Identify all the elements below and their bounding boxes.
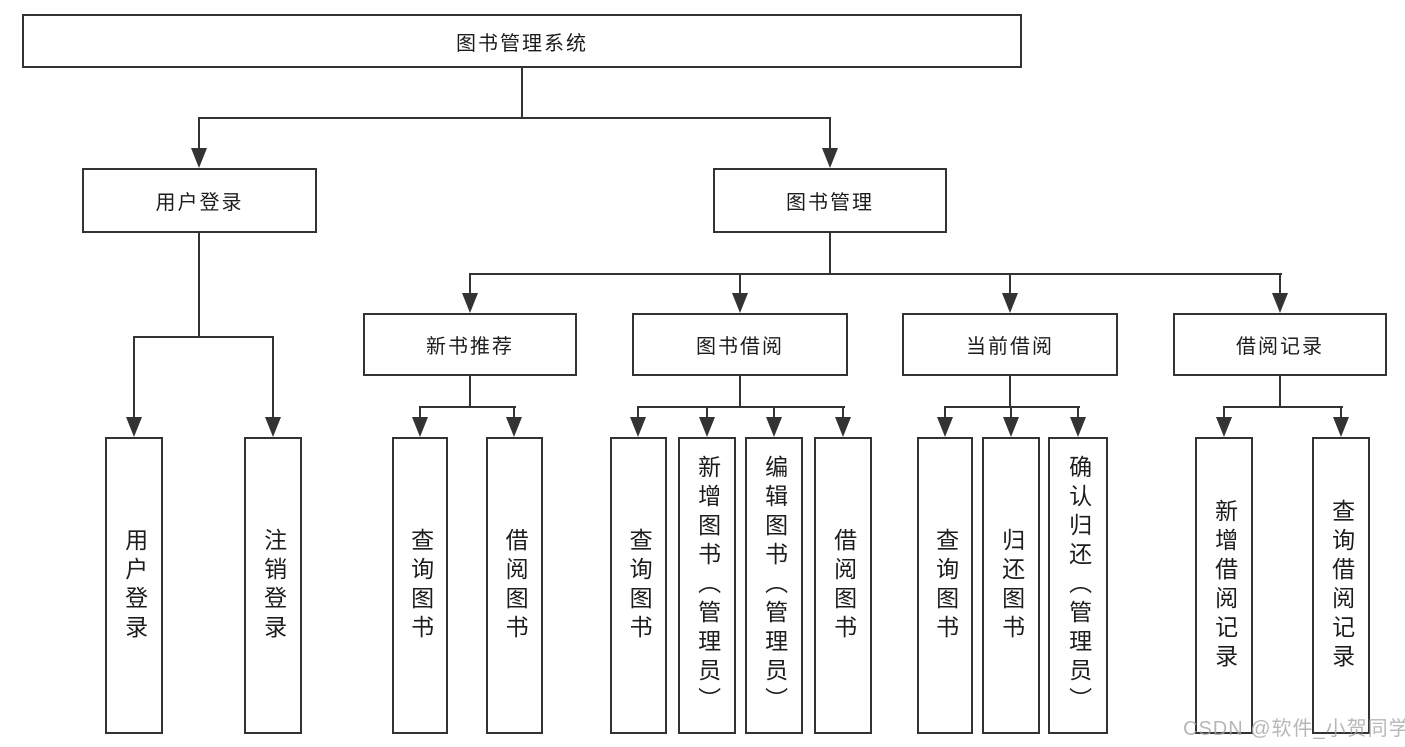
connector-borrow-record-leaf-branch — [1223, 406, 1343, 408]
leaf-user-login-label: 用户登录 — [121, 527, 148, 644]
leaf-cb-confirm-return-admin-label: 确认归还（管理员） — [1065, 455, 1092, 716]
arrowhead-leaf-cb-return — [1003, 417, 1019, 437]
connector-book-borrow-drop — [739, 273, 741, 295]
node-book-borrow: 图书借阅 — [632, 313, 848, 376]
connector-current-borrow-leaf-branch — [944, 406, 1080, 408]
leaf-cb-query-book: 查询图书 — [917, 437, 973, 734]
arrowhead-user-login — [191, 148, 207, 168]
connector-user-login-branch — [133, 336, 274, 338]
connector-leaf-bb-edit-drop — [773, 406, 775, 419]
leaf-logout-label: 注销登录 — [260, 527, 287, 644]
connector-leaf-bb-add-drop — [706, 406, 708, 419]
connector-root-stem — [521, 68, 523, 117]
connector-leaf-logout-drop — [272, 336, 274, 419]
connector-current-borrow-drop — [1009, 273, 1011, 295]
connector-leaf-br-add-drop — [1223, 406, 1225, 419]
connector-book-borrow-stem — [739, 376, 741, 406]
leaf-bb-edit-book-admin-label: 编辑图书（管理员） — [761, 455, 788, 716]
connector-new-book-drop — [469, 273, 471, 295]
connector-user-login-drop — [198, 117, 200, 150]
watermark: CSDN @软件_小贺同学 — [1183, 718, 1405, 740]
arrowhead-book-mgmt — [822, 148, 838, 168]
leaf-br-query-record: 查询借阅记录 — [1312, 437, 1370, 734]
arrowhead-leaf-cb-query — [937, 417, 953, 437]
arrowhead-current-borrow — [1002, 293, 1018, 313]
connector-new-book-leaf-branch — [419, 406, 516, 408]
arrowhead-leaf-nb-borrow — [506, 417, 522, 437]
connector-book-mgmt-stem — [829, 233, 831, 273]
arrowhead-leaf-logout — [265, 417, 281, 437]
leaf-nb-borrow-book-label: 借阅图书 — [502, 527, 529, 644]
connector-level3-branch — [469, 273, 1282, 275]
connector-book-borrow-leaf-branch — [637, 406, 845, 408]
connector-leaf-bb-borrow-drop — [842, 406, 844, 419]
arrowhead-leaf-bb-edit — [766, 417, 782, 437]
leaf-logout: 注销登录 — [244, 437, 302, 734]
node-book-management-label: 图书管理 — [786, 192, 874, 214]
arrowhead-new-book — [462, 293, 478, 313]
leaf-cb-confirm-return-admin: 确认归还（管理员） — [1048, 437, 1108, 734]
connector-leaf-nb-borrow-drop — [513, 406, 515, 419]
leaf-bb-edit-book-admin: 编辑图书（管理员） — [745, 437, 803, 734]
node-user-login: 用户登录 — [82, 168, 317, 233]
connector-leaf-br-query-drop — [1340, 406, 1342, 419]
arrowhead-leaf-bb-query — [630, 417, 646, 437]
arrowhead-borrow-record — [1272, 293, 1288, 313]
node-current-borrow-label: 当前借阅 — [966, 336, 1054, 358]
leaf-bb-query-book: 查询图书 — [610, 437, 667, 734]
arrowhead-leaf-br-query — [1333, 417, 1349, 437]
arrowhead-leaf-cb-confirm — [1070, 417, 1086, 437]
connector-user-login-stem — [198, 233, 200, 336]
connector-book-mgmt-drop — [829, 117, 831, 150]
node-new-book: 新书推荐 — [363, 313, 577, 376]
connector-leaf-bb-query-drop — [637, 406, 639, 419]
arrowhead-leaf-bb-borrow — [835, 417, 851, 437]
leaf-bb-borrow-book: 借阅图书 — [814, 437, 872, 734]
connector-level2-branch — [198, 117, 831, 119]
connector-borrow-record-drop — [1279, 273, 1281, 295]
leaf-cb-query-book-label: 查询图书 — [932, 527, 959, 644]
node-borrow-record-label: 借阅记录 — [1236, 336, 1324, 358]
node-book-management: 图书管理 — [713, 168, 947, 233]
node-book-borrow-label: 图书借阅 — [696, 336, 784, 358]
connector-borrow-record-stem — [1279, 376, 1281, 406]
node-new-book-label: 新书推荐 — [426, 336, 514, 358]
node-user-login-label: 用户登录 — [155, 192, 244, 214]
connector-current-borrow-stem — [1009, 376, 1011, 406]
connector-leaf-nb-query-drop — [419, 406, 421, 419]
leaf-nb-query-book: 查询图书 — [392, 437, 448, 734]
connector-leaf-cb-return-drop — [1010, 406, 1012, 419]
leaf-nb-borrow-book: 借阅图书 — [486, 437, 543, 734]
arrowhead-leaf-nb-query — [412, 417, 428, 437]
leaf-cb-return-book-label: 归还图书 — [998, 527, 1025, 644]
node-root: 图书管理系统 — [22, 14, 1022, 68]
leaf-bb-add-book-admin: 新增图书（管理员） — [678, 437, 736, 734]
connector-leaf-user-login-drop — [133, 336, 135, 419]
leaf-bb-borrow-book-label: 借阅图书 — [830, 527, 857, 644]
arrowhead-leaf-user-login — [126, 417, 142, 437]
connector-leaf-cb-confirm-drop — [1077, 406, 1079, 419]
arrowhead-book-borrow — [732, 293, 748, 313]
leaf-br-query-record-label: 查询借阅记录 — [1328, 498, 1355, 673]
node-root-label: 图书管理系统 — [456, 32, 588, 55]
leaf-user-login: 用户登录 — [105, 437, 163, 734]
leaf-bb-query-book-label: 查询图书 — [626, 527, 653, 644]
connector-leaf-cb-query-drop — [944, 406, 946, 419]
leaf-br-add-record: 新增借阅记录 — [1195, 437, 1253, 734]
leaf-br-add-record-label: 新增借阅记录 — [1211, 498, 1238, 673]
node-borrow-record: 借阅记录 — [1173, 313, 1387, 376]
arrowhead-leaf-bb-add — [699, 417, 715, 437]
leaf-cb-return-book: 归还图书 — [982, 437, 1040, 734]
node-current-borrow: 当前借阅 — [902, 313, 1118, 376]
connector-new-book-stem — [469, 376, 471, 406]
leaf-nb-query-book-label: 查询图书 — [407, 527, 434, 644]
leaf-bb-add-book-admin-label: 新增图书（管理员） — [694, 455, 721, 716]
arrowhead-leaf-br-add — [1216, 417, 1232, 437]
